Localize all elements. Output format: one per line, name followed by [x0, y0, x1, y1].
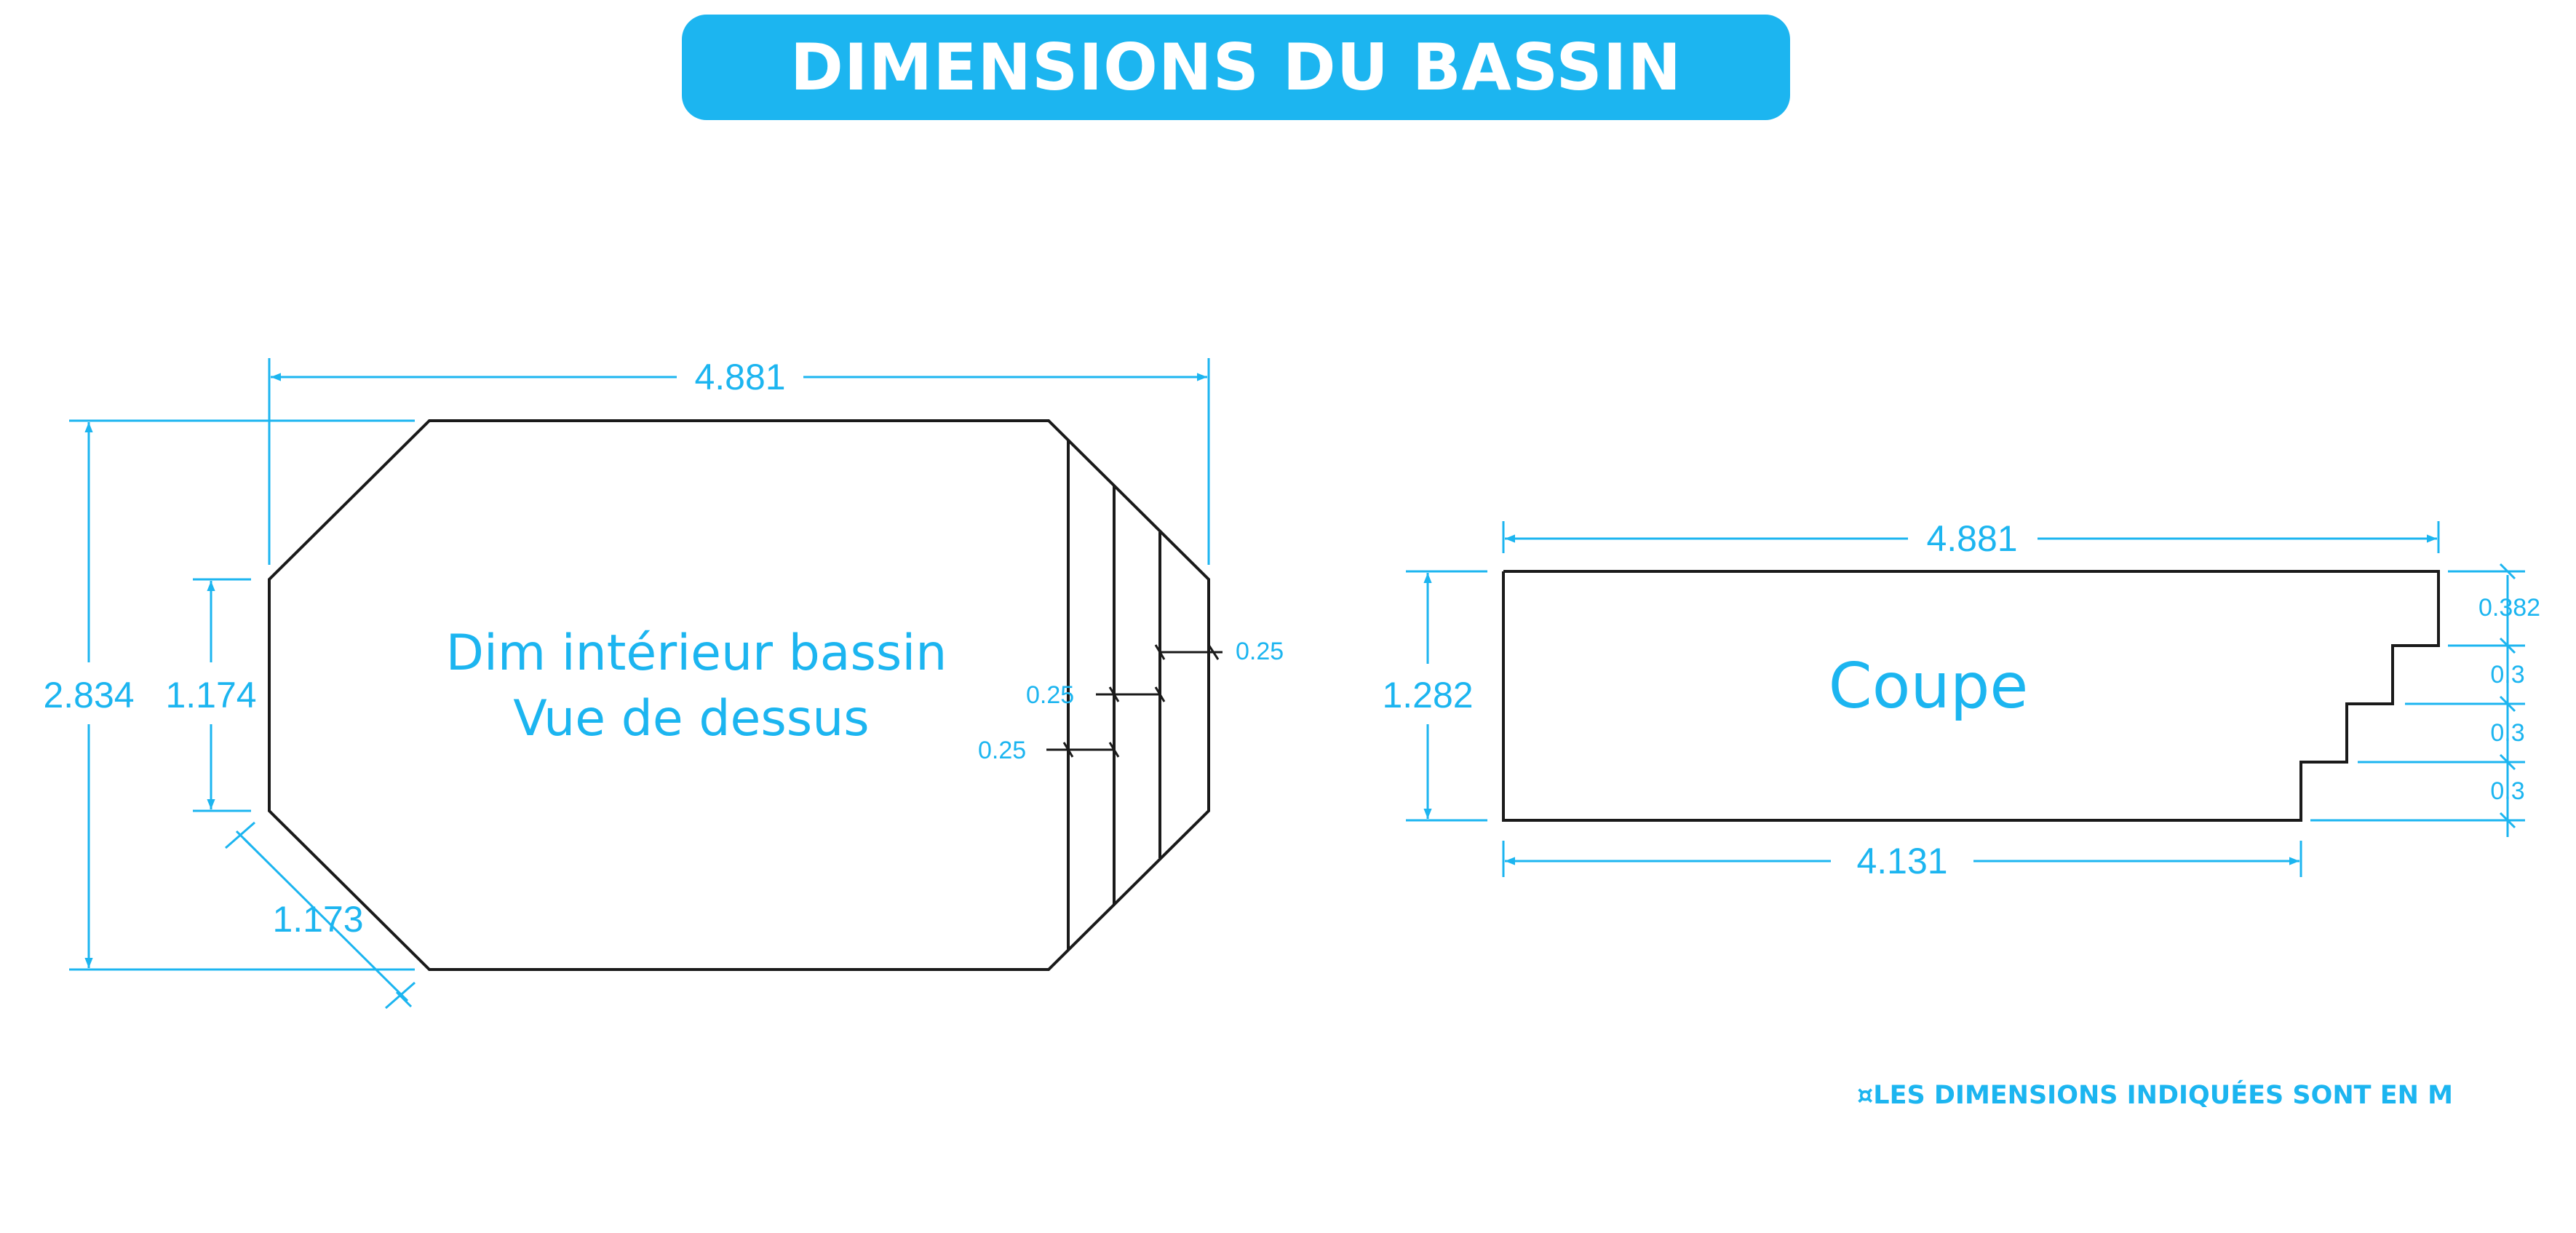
dimension-end-side	[193, 578, 251, 812]
section-outline	[1502, 570, 2440, 822]
width-label: 2.834	[43, 675, 134, 715]
dimension-width	[69, 419, 415, 971]
step-depth-label: 0.25	[1026, 681, 1074, 709]
dimension-length	[268, 358, 1210, 565]
top-view: 4.881 2.834 1.174 1.173	[43, 357, 1284, 1010]
pool-outline	[268, 419, 1210, 971]
page-title: DIMENSIONS DU BASSIN	[790, 30, 1682, 105]
top-view-caption: Dim intérieur bassin	[446, 625, 947, 682]
step-depth-label: 0.25	[978, 737, 1026, 764]
dimension-section-length	[1502, 521, 2440, 553]
length-label: 4.881	[694, 357, 785, 397]
diagonal-label: 1.173	[272, 899, 363, 940]
dimension-steps	[1046, 644, 1223, 758]
floor-length-label: 4.131	[1856, 841, 1947, 881]
dimension-floor-length	[1502, 841, 2302, 877]
section-view: 4.881 4.131 1.282	[1382, 518, 2540, 881]
depth-label: 1.282	[1382, 675, 1473, 715]
top-step-label: 0.382	[2478, 594, 2540, 622]
dimension-depth	[1406, 570, 1487, 822]
dimension-step-heights	[2310, 563, 2525, 837]
step-height-label: 0.3	[2490, 719, 2524, 747]
end-side-label: 1.174	[165, 675, 256, 715]
units-footnote: ¤LES DIMENSIONS INDIQUÉES SONT EN M	[1857, 1081, 2453, 1110]
step-depth-label: 0.25	[1236, 638, 1284, 665]
section-view-caption: Coupe	[1829, 650, 2029, 723]
dimension-diagonal	[225, 821, 416, 1010]
step-height-label: 0.3	[2490, 777, 2524, 805]
section-length-label: 4.881	[1926, 518, 2017, 559]
title-banner: DIMENSIONS DU BASSIN	[682, 15, 1790, 120]
step-height-label: 0.3	[2490, 661, 2524, 689]
top-view-caption: Vue de dessus	[513, 690, 869, 748]
